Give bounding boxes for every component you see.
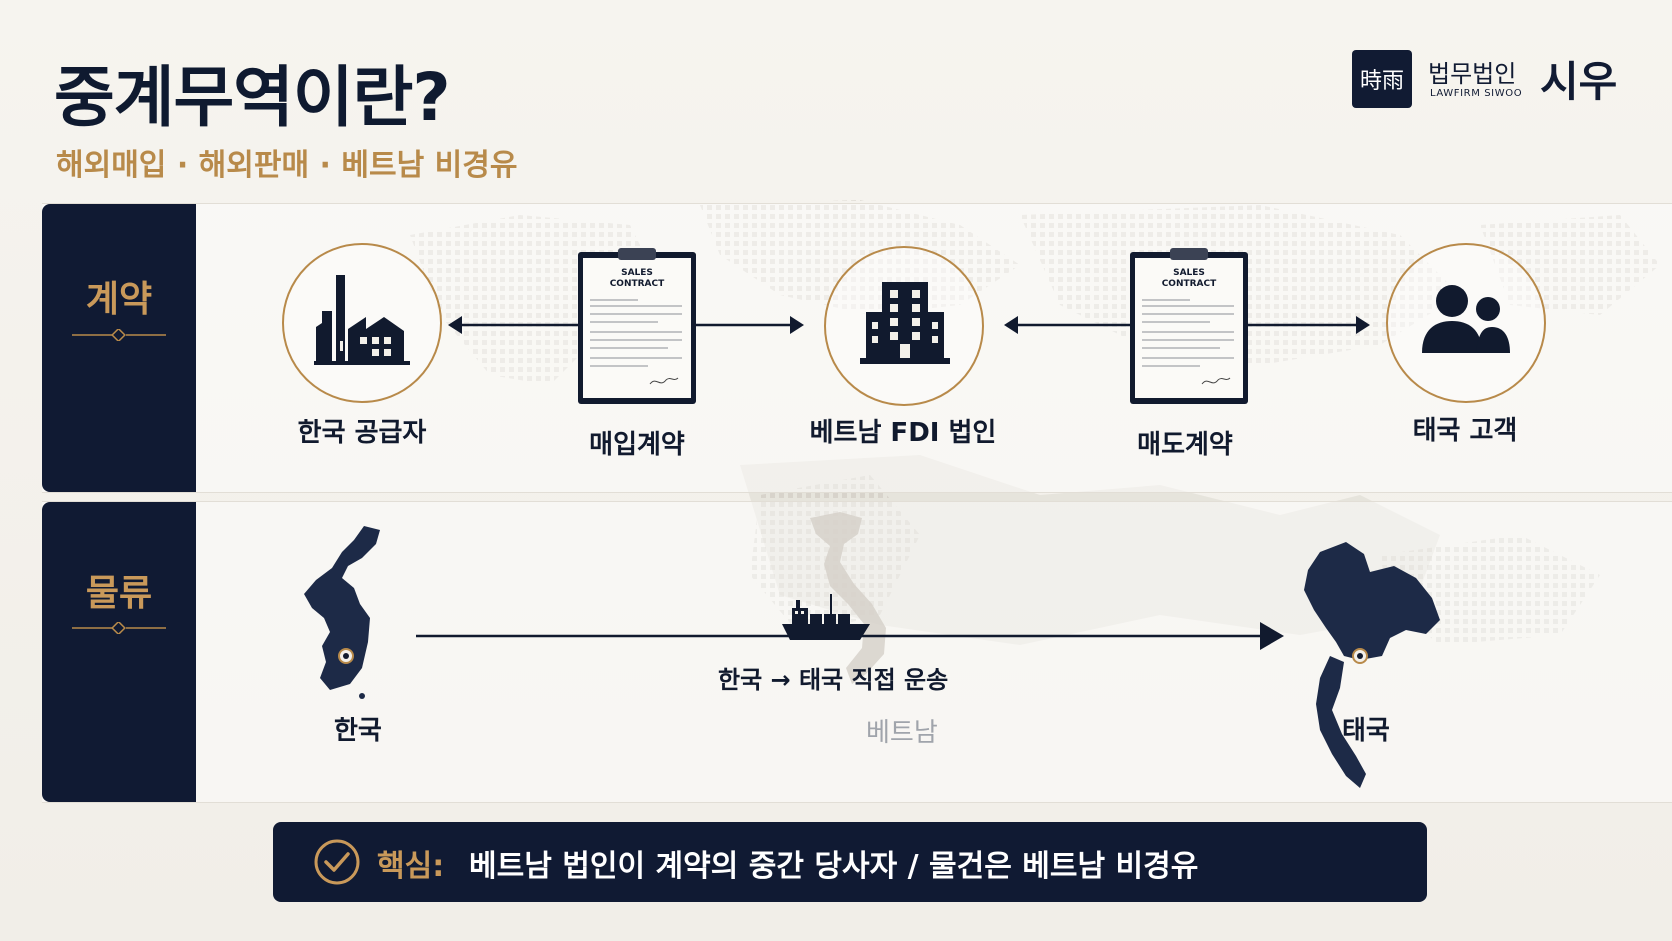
factory-icon [314,275,410,365]
people-icon [1422,285,1510,353]
ornament-divider [72,622,166,634]
thailand-map-shape [1304,542,1440,788]
key-point-label: 핵심: [377,849,445,884]
origin-country-label: 한국 [334,716,382,746]
cargo-ship-icon [782,594,870,640]
thai-customer-node [1386,243,1546,403]
route-label: 한국 → 태국 직접 운송 [718,666,949,694]
office-building-icon [860,282,950,364]
clipboard-icon [578,248,696,404]
logo-mark: 時雨 [1352,50,1412,108]
vietnam-fdi-node [824,246,984,406]
logo-subtitle: LAWFIRM SIWOO [1430,88,1523,99]
purchase-contract-document: SALES CONTRACT [578,248,696,404]
logo-name: 법무법인 [1428,60,1517,88]
sales-contract-document: SALES CONTRACT [1130,248,1248,404]
doc-title-line-1: SALES [621,268,653,278]
page-subtitle: 해외매입 · 해외판매 · 베트남 비경유 [56,148,518,183]
doc-title-line-2: CONTRACT [1161,279,1217,289]
transit-country-label: 베트남 [866,718,938,748]
page-title: 중계무역이란? [54,59,451,136]
check-circle-icon [314,839,360,885]
sales-contract-label: 매도계약 [1137,430,1233,460]
logistics-band: 물류 [42,501,1672,803]
contract-band-label: 계약 [85,279,153,320]
clipboard-icon [1130,248,1248,404]
doc-title-line-1: SALES [1173,268,1205,278]
logistics-band-header: 물류 [42,502,196,802]
vietnam-map-shape [810,512,886,684]
key-point-text: 베트남 법인이 계약의 중간 당사자 / 물건은 베트남 비경유 [469,849,1199,884]
firm-logo: 時雨 법무법인 LAWFIRM SIWOO 시우 [1352,50,1628,110]
logo-brand: 시우 [1540,57,1618,106]
contract-band-header: 계약 [42,204,196,492]
thai-customer-label: 태국 고객 [1412,416,1518,446]
logistics-band-label: 물류 [85,573,153,614]
korean-supplier-node [282,243,442,403]
korean-supplier-label: 한국 공급자 [297,418,427,448]
korea-map-shape [304,526,380,699]
destination-country-label: 태국 [1342,716,1390,746]
vietnam-fdi-label: 베트남 FDI 법인 [809,418,997,448]
ornament-divider [72,329,166,341]
key-point-box: 핵심: 베트남 법인이 계약의 중간 당사자 / 물건은 베트남 비경유 [273,822,1427,902]
doc-title-line-2: CONTRACT [609,279,665,289]
purchase-contract-label: 매입계약 [589,430,685,460]
